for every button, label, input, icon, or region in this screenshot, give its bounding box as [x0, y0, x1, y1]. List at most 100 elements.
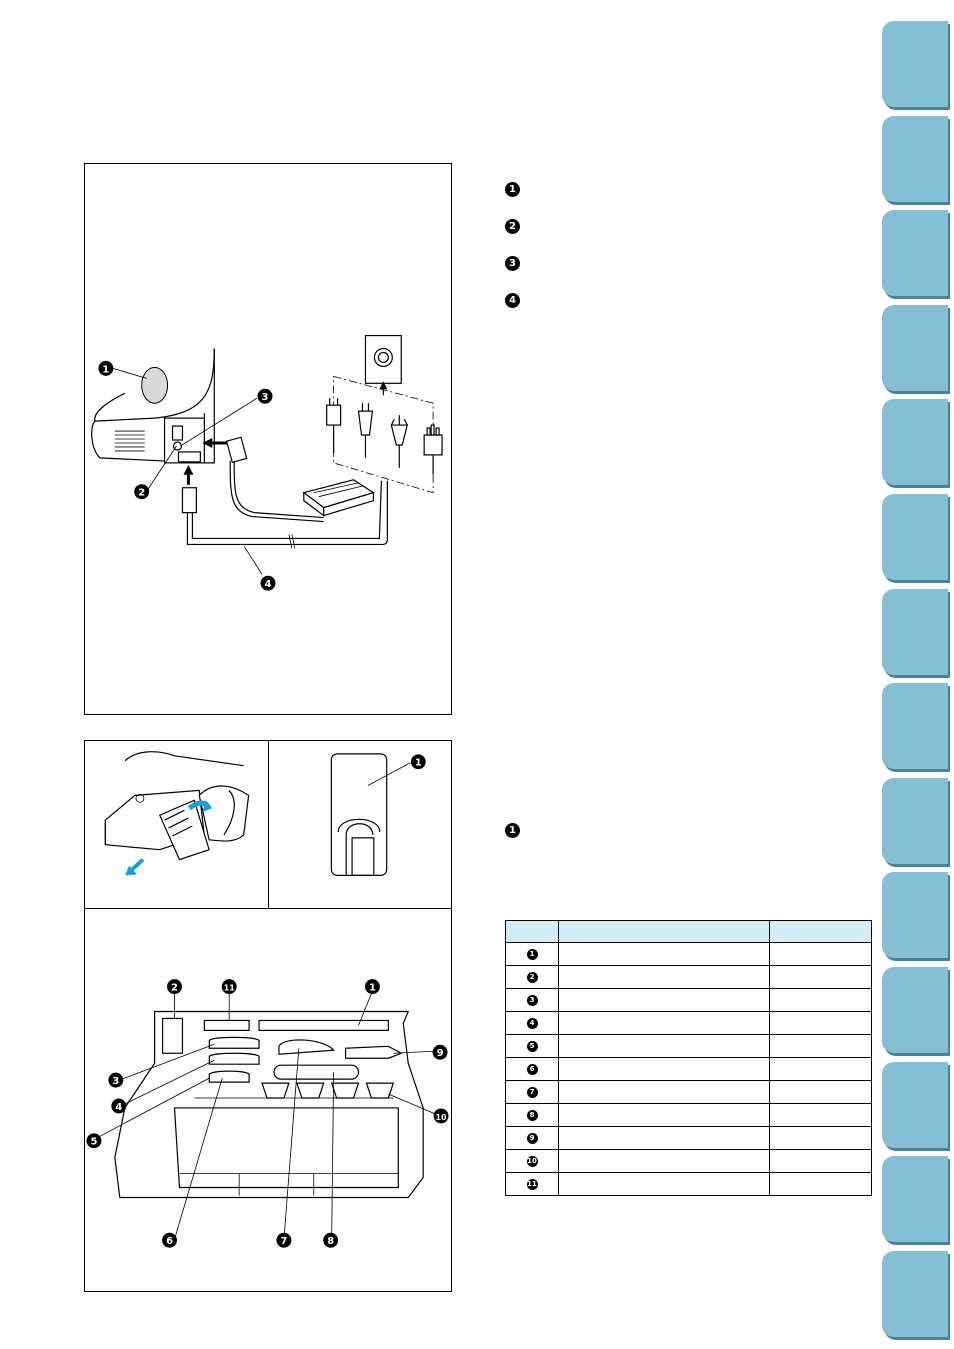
part-11 — [203, 1019, 250, 1031]
row-part-name — [558, 1126, 770, 1150]
row-number: 2 — [526, 972, 538, 983]
row-number-cell: 6 — [505, 1057, 559, 1081]
side-tab[interactable] — [882, 494, 948, 580]
part-1 — [258, 1019, 389, 1031]
row-part-code — [769, 1149, 872, 1173]
callout-10: 10 — [433, 1108, 449, 1124]
plug-type-a — [326, 398, 342, 453]
storage-tray-illustration: 2 11 1 9 3 4 10 5 — [86, 979, 449, 1248]
part-7 — [278, 1039, 335, 1055]
callout-1: 1 — [410, 754, 426, 770]
side-tab[interactable] — [882, 1156, 948, 1243]
callout-8: 8 — [323, 1232, 339, 1248]
side-tab[interactable] — [882, 872, 948, 959]
plug-type-d — [423, 424, 443, 475]
callout-5: 5 — [86, 1133, 102, 1149]
svg-text:8: 8 — [327, 1236, 334, 1247]
bobbin-holders — [261, 1082, 395, 1099]
part-8 — [273, 1064, 360, 1080]
list-item-number: 3 — [505, 256, 520, 271]
side-tab[interactable] — [882, 210, 948, 297]
svg-text:9: 9 — [437, 1048, 444, 1059]
header-part-code — [769, 920, 872, 943]
accessory-cover-figure: 1 — [268, 740, 452, 909]
row-number-cell: 4 — [505, 1011, 559, 1035]
row-number: 8 — [526, 1110, 538, 1121]
row-part-code — [769, 1126, 872, 1150]
svg-text:1: 1 — [102, 364, 109, 375]
row-part-name — [558, 1057, 770, 1081]
callout-6: 6 — [162, 1232, 177, 1248]
side-tab[interactable] — [882, 399, 948, 486]
plug-type-c — [390, 415, 409, 468]
table-row: 1 — [505, 942, 872, 966]
callout-2: 2 — [167, 979, 182, 995]
accessory-cover-illustration: 1 — [330, 753, 426, 876]
row-part-code — [769, 1057, 872, 1081]
row-part-code — [769, 1103, 872, 1127]
svg-text:3: 3 — [112, 1076, 119, 1087]
row-number-cell: 9 — [505, 1126, 559, 1150]
row-number: 5 — [526, 1041, 538, 1052]
side-tab[interactable] — [882, 1061, 948, 1148]
table-row: 9 — [505, 1126, 872, 1150]
row-number: 4 — [526, 1018, 538, 1029]
table-row: 7 — [505, 1080, 872, 1104]
svg-text:5: 5 — [90, 1137, 97, 1148]
row-part-name — [558, 965, 770, 989]
side-tab[interactable] — [882, 777, 948, 864]
row-part-name — [558, 1149, 770, 1173]
svg-text:1: 1 — [415, 758, 422, 769]
row-part-code — [769, 965, 872, 989]
callout-11: 11 — [221, 979, 237, 995]
table-row: 5 — [505, 1034, 872, 1058]
table-row: 11 — [505, 1172, 872, 1196]
row-part-name — [558, 1011, 770, 1035]
side-tab[interactable] — [882, 1250, 948, 1337]
svg-text:4: 4 — [115, 1102, 122, 1113]
row-part-name — [558, 1080, 770, 1104]
table-header-row — [505, 920, 872, 943]
svg-text:2: 2 — [171, 983, 178, 994]
row-number: 3 — [526, 995, 538, 1006]
list-item-number: 1 — [505, 823, 520, 838]
callout-3: 3 — [108, 1072, 124, 1088]
svg-text:7: 7 — [280, 1236, 287, 1247]
side-tab[interactable] — [882, 115, 948, 202]
row-part-code — [769, 1172, 872, 1196]
list-item-number: 1 — [505, 182, 520, 197]
callout-3: 3 — [257, 388, 273, 404]
callout-4: 4 — [111, 1098, 127, 1114]
part-6 — [208, 1070, 250, 1083]
svg-text:2: 2 — [138, 488, 145, 499]
side-tab[interactable] — [882, 304, 948, 391]
part-3 — [208, 1036, 260, 1049]
header-number — [505, 920, 559, 943]
part-9 — [344, 1045, 403, 1059]
side-tab[interactable] — [882, 683, 948, 770]
svg-text:6: 6 — [166, 1236, 173, 1247]
row-part-name — [558, 1034, 770, 1058]
accessory-open-figure — [84, 740, 269, 909]
row-part-code — [769, 1034, 872, 1058]
row-number-cell: 1 — [505, 942, 559, 966]
callout-1: 1 — [364, 979, 380, 995]
callout-7: 7 — [276, 1232, 292, 1248]
svg-text:1: 1 — [369, 983, 376, 994]
side-tab[interactable] — [882, 21, 948, 107]
row-part-code — [769, 1011, 872, 1035]
connection-illustration: 1 3 2 4 — [91, 334, 443, 591]
handwheel — [141, 366, 169, 404]
side-tab[interactable] — [882, 967, 948, 1053]
row-number-cell: 3 — [505, 988, 559, 1012]
part-2 — [161, 1017, 184, 1054]
power-plug — [181, 487, 197, 514]
side-tab[interactable] — [882, 588, 948, 675]
row-number-cell: 2 — [505, 965, 559, 989]
callout-9: 9 — [432, 1044, 448, 1060]
row-number: 10 — [526, 1156, 538, 1167]
table-row: 8 — [505, 1103, 872, 1127]
table-row: 6 — [505, 1057, 872, 1081]
accessory-open-illustration — [104, 751, 250, 876]
